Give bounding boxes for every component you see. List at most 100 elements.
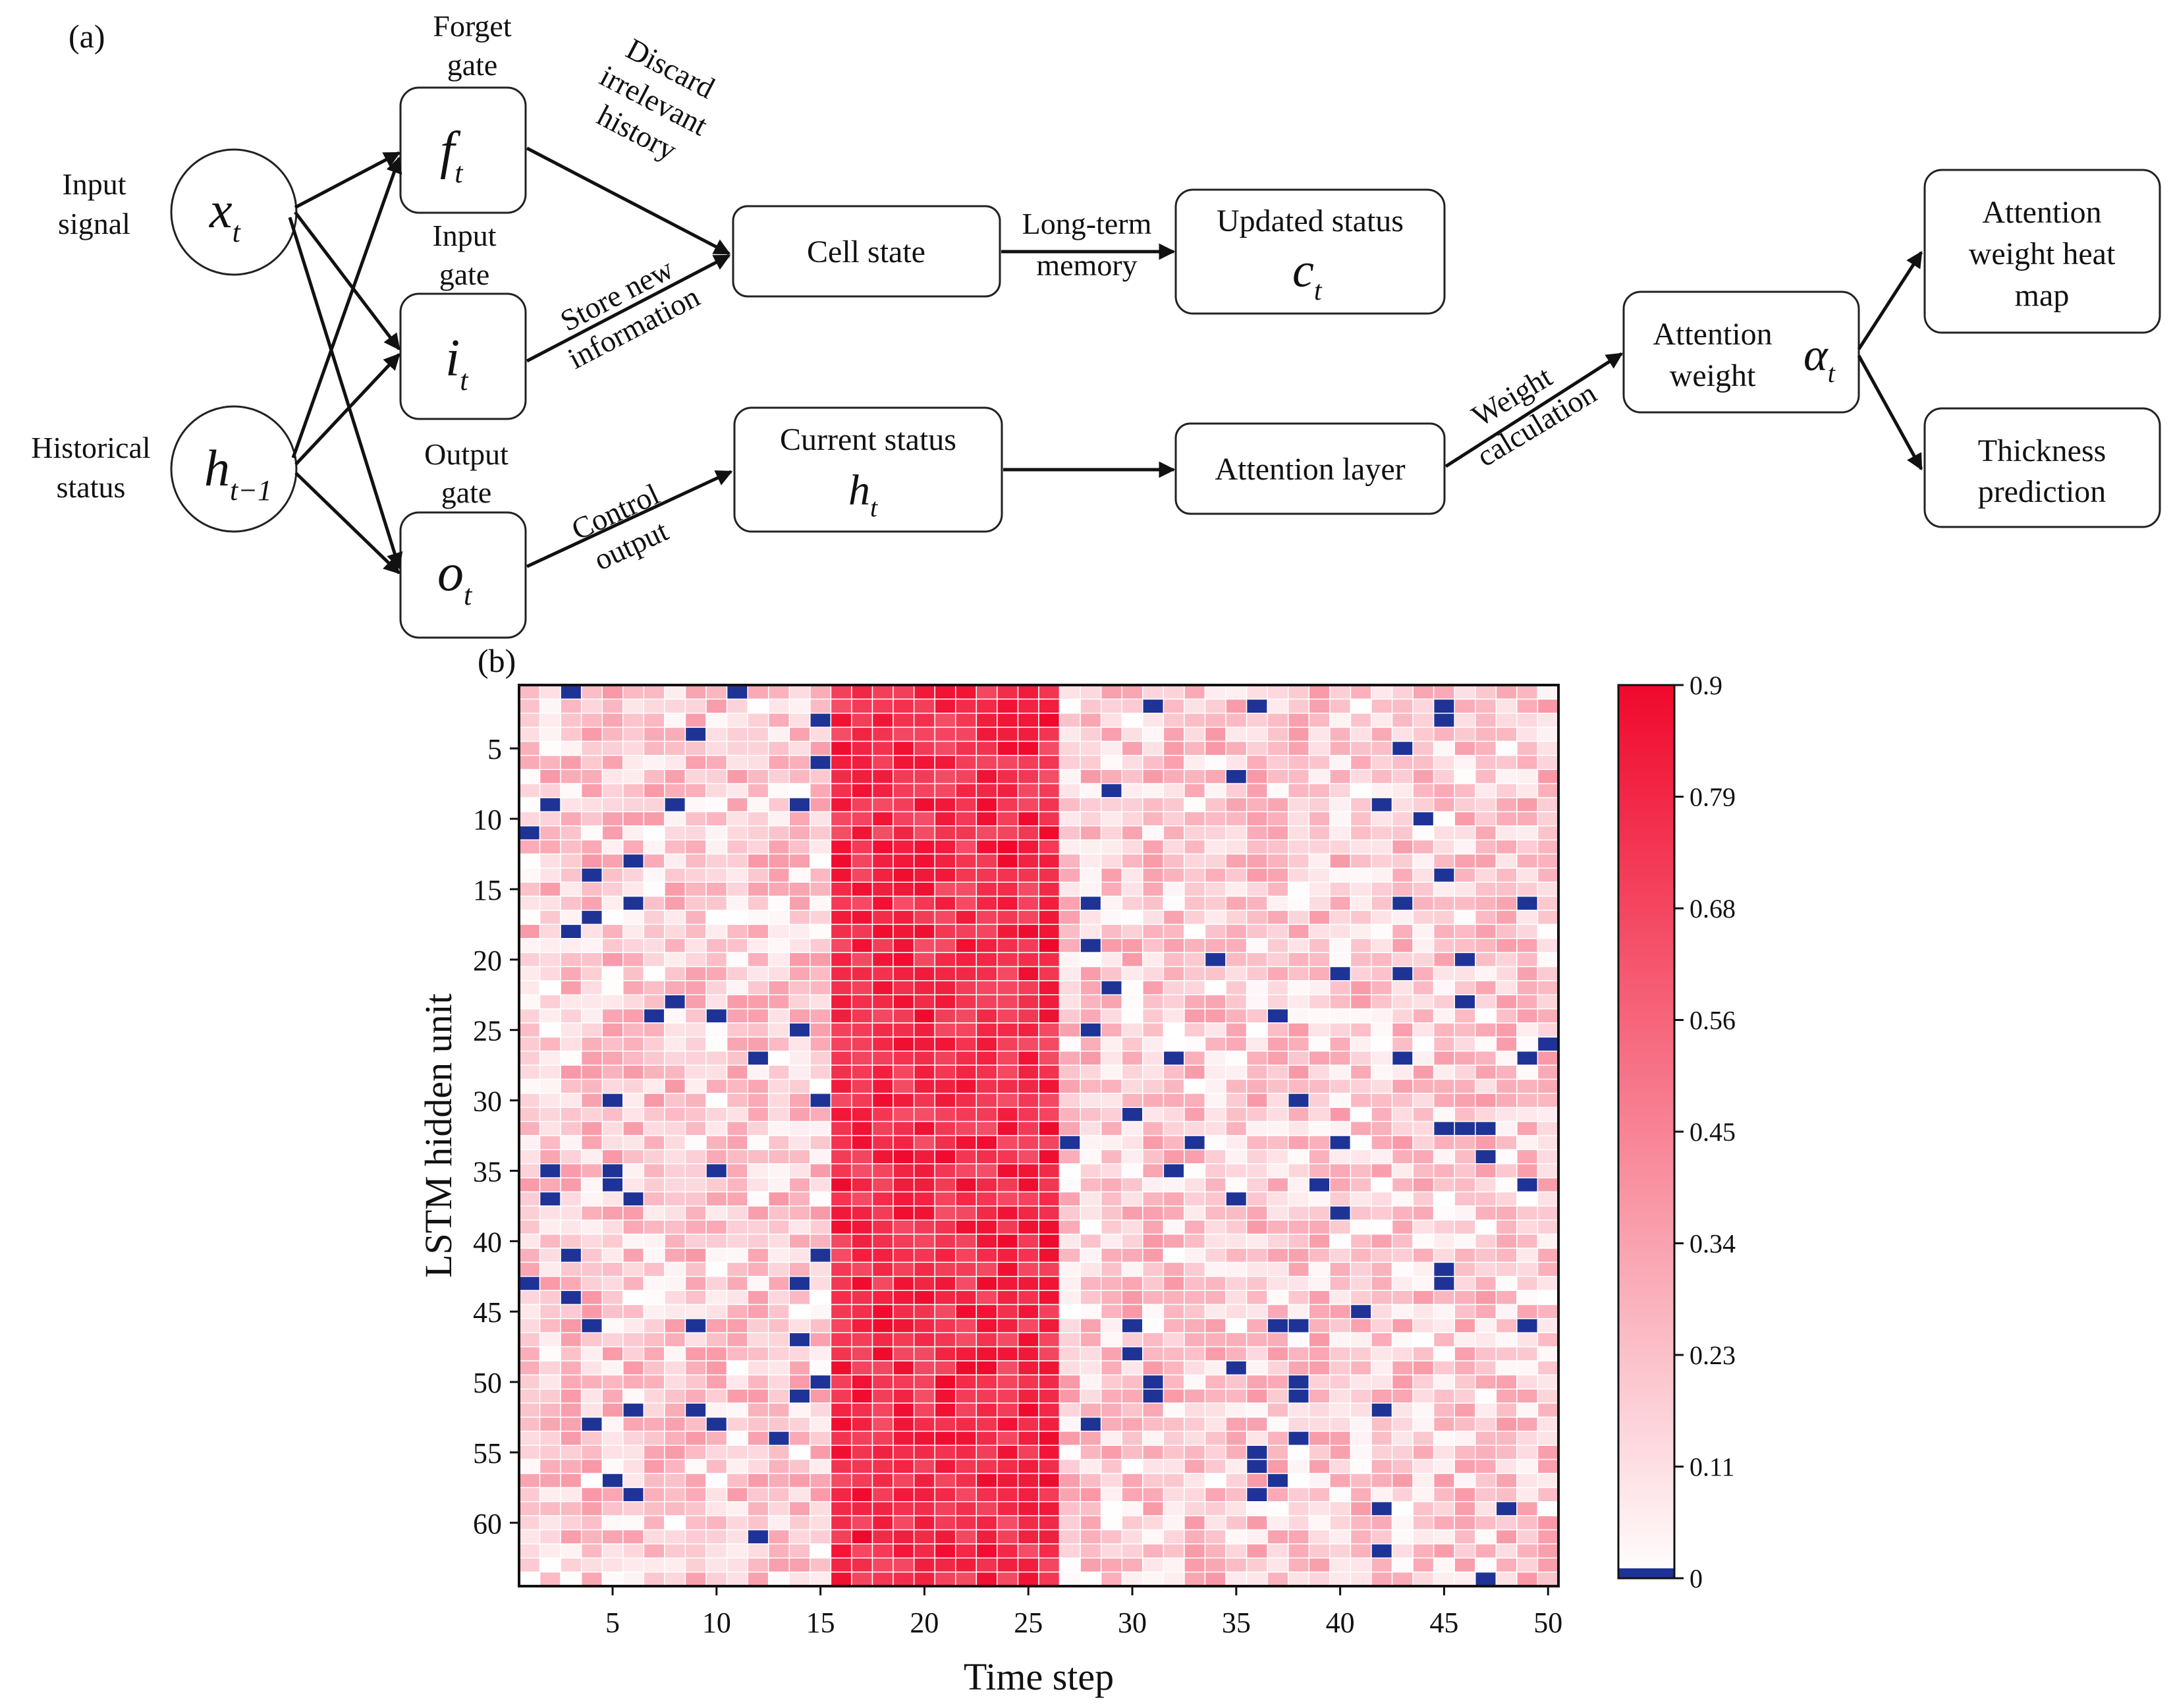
heatmap-cell <box>747 895 769 911</box>
heatmap-cell <box>705 839 728 855</box>
heatmap-cell <box>1080 1389 1102 1404</box>
heatmap-cell <box>1391 811 1414 827</box>
x-tick-label: 30 <box>1118 1607 1147 1639</box>
heatmap-cell <box>1204 811 1226 827</box>
heatmap-cell <box>1225 825 1248 840</box>
heatmap-cell <box>726 910 748 925</box>
heatmap-cell <box>684 1078 707 1094</box>
heatmap-cell <box>1246 1276 1268 1291</box>
heatmap-cell <box>643 1163 665 1178</box>
heatmap-cell <box>560 1107 582 1122</box>
heatmap-cell <box>1350 1036 1372 1052</box>
heatmap-cell <box>976 727 998 742</box>
heatmap-cell <box>810 994 832 1010</box>
heatmap-cell <box>1267 1219 1289 1235</box>
heatmap-cell <box>747 952 769 968</box>
heatmap-cell <box>560 1487 582 1502</box>
heatmap-cell <box>1100 1360 1122 1376</box>
heatmap-cell <box>955 1261 977 1277</box>
heatmap-cell <box>601 1374 624 1390</box>
heatmap-cell <box>726 755 748 770</box>
heatmap-cell <box>539 1360 561 1376</box>
heatmap-cell <box>830 1191 852 1207</box>
heatmap-cell <box>810 1487 832 1502</box>
heatmap-cell <box>580 1458 603 1474</box>
heatmap-cell <box>1246 755 1268 770</box>
heatmap-cell <box>643 1571 665 1587</box>
heatmap-cell <box>601 769 624 785</box>
heatmap-cell <box>1038 853 1060 869</box>
heatmap-cell <box>1080 769 1102 785</box>
heatmap-cell <box>871 1304 894 1319</box>
heatmap-cell <box>1537 938 1559 953</box>
heatmap-cell <box>1454 1163 1476 1178</box>
heatmap-cell <box>851 1008 873 1024</box>
heatmap-cell <box>1121 1304 1143 1319</box>
heatmap-cell <box>934 1135 956 1151</box>
heatmap-cell <box>560 1473 582 1489</box>
heatmap-cell <box>1391 698 1414 714</box>
heatmap-cell <box>1287 853 1310 869</box>
heatmap-cell <box>601 1445 624 1460</box>
heatmap-cell <box>1287 1120 1310 1136</box>
heatmap-cell <box>934 1487 956 1502</box>
heatmap-cell <box>1267 713 1289 728</box>
heatmap-cell <box>1142 1163 1165 1178</box>
heatmap-cell <box>934 811 956 827</box>
heatmap-cell <box>643 1487 665 1502</box>
heatmap-cell <box>580 1051 603 1066</box>
heatmap-cell <box>1142 910 1165 925</box>
heatmap-cell <box>1142 1458 1165 1474</box>
heatmap-cell <box>830 797 852 813</box>
heatmap-cell <box>1454 713 1476 728</box>
heatmap-cell <box>976 1205 998 1221</box>
heatmap-cell <box>622 1290 645 1306</box>
heatmap-cell <box>810 1529 832 1545</box>
heatmap-cell <box>1495 994 1518 1010</box>
heatmap-cell <box>851 1346 873 1362</box>
heatmap-cell <box>1433 938 1455 953</box>
heatmap-cell <box>976 1473 998 1489</box>
heatmap-cell <box>871 839 894 855</box>
heatmap-cell <box>1142 811 1165 827</box>
heatmap-cell <box>1163 1135 1185 1151</box>
heatmap-cell <box>1267 1107 1289 1122</box>
heatmap-cell <box>747 797 769 813</box>
heatmap-cell <box>664 1051 686 1066</box>
heatmap-cell <box>1121 1036 1143 1052</box>
heatmap-cell <box>1121 1276 1143 1291</box>
heatmap-cell <box>1412 1191 1435 1207</box>
heatmap-cell <box>788 1290 811 1306</box>
heatmap-cell <box>1391 755 1414 770</box>
heatmap-cell <box>1184 797 1206 813</box>
heatmap-cell <box>1371 1458 1393 1474</box>
heatmap-cell <box>1059 868 1081 883</box>
heatmap-cell <box>997 1120 1019 1136</box>
heatmap-cell <box>1412 1078 1435 1094</box>
heatmap-cell <box>1433 1191 1455 1207</box>
heatmap-cell <box>1017 1036 1039 1052</box>
heatmap-cell <box>664 1389 686 1404</box>
heatmap-cell <box>1121 1078 1143 1094</box>
heatmap-cell <box>934 1022 956 1038</box>
heatmap-cell <box>1371 1332 1393 1348</box>
heatmap-cell <box>1059 1543 1081 1558</box>
heatmap-cell <box>560 1276 582 1291</box>
heatmap-cell <box>1080 1036 1102 1052</box>
heatmap-cell <box>726 952 748 968</box>
heatmap-cell <box>893 938 915 953</box>
heatmap-cell <box>1433 1093 1455 1108</box>
heatmap-cell <box>1516 1205 1539 1221</box>
heatmap-cell <box>1142 1022 1165 1038</box>
heatmap-cell <box>1475 1445 1497 1460</box>
heatmap-cell <box>1246 783 1268 798</box>
heatmap-cell <box>1475 1487 1497 1502</box>
heatmap-cell <box>726 1107 748 1122</box>
heatmap-cell <box>767 910 790 925</box>
heatmap-cell <box>560 684 582 700</box>
heatmap-cell <box>643 895 665 911</box>
heatmap-cell <box>1038 1571 1060 1587</box>
heatmap-cell <box>1246 811 1268 827</box>
heatmap-cell <box>1142 797 1165 813</box>
heatmap-cell <box>851 1219 873 1235</box>
